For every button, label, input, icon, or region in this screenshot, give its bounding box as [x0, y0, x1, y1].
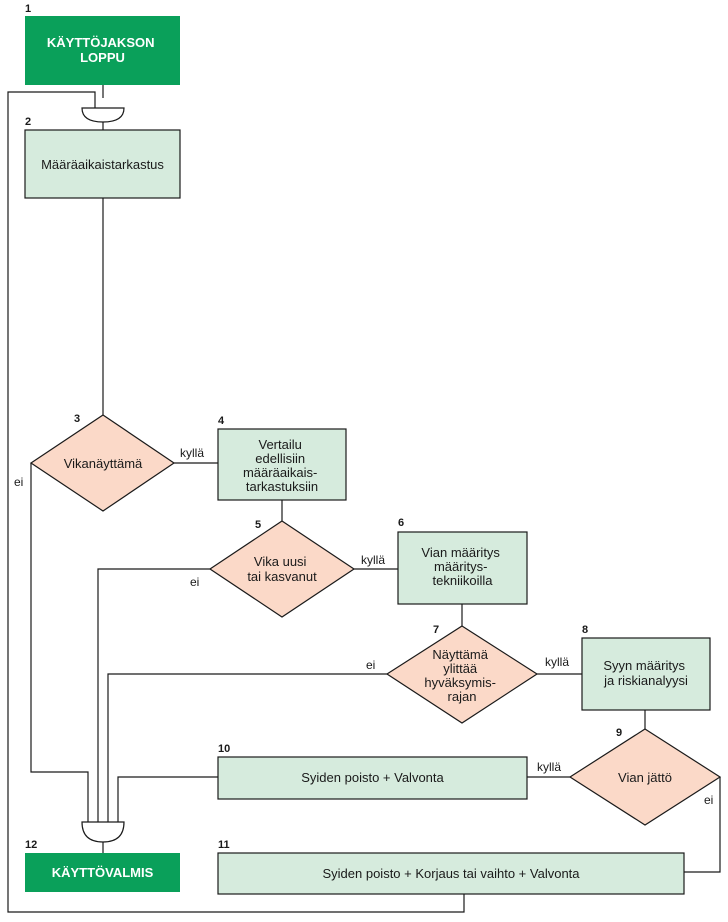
- node-3-label: Vikanäyttämä: [64, 456, 143, 471]
- node-4-label: Vertailu edellisiin määräaikais- tarkast…: [243, 437, 321, 494]
- branch-7-yes: kyllä: [545, 655, 569, 669]
- node-11-label: Syiden poisto + Korjaus tai vaihto + Val…: [322, 866, 580, 881]
- node-5: 5 Vika uusi tai kasvanut: [208, 519, 356, 618]
- branch-3-no: ei: [14, 475, 23, 489]
- branch-5-no: ei: [190, 575, 199, 589]
- node-8-shape: [581, 637, 711, 711]
- node-5-shape: [208, 520, 356, 618]
- node-1-shape: [25, 16, 180, 85]
- node-2-label: Määräaikaistarkastus: [41, 157, 164, 172]
- merge-gate-top-shape: [81, 107, 125, 123]
- node-4: 4 Vertailu edellisiin määräaikais- tarka…: [217, 415, 347, 501]
- node-3-shape: [29, 414, 176, 512]
- connector-10-to-merge: [117, 776, 218, 822]
- branch-7-no: ei: [366, 658, 375, 672]
- node-5-label: Vika uusi tai kasvanut: [247, 554, 317, 584]
- node-8-number: 8: [582, 624, 588, 636]
- branch-5-yes: kyllä: [361, 553, 385, 567]
- connector-7-no: [107, 673, 387, 822]
- connector-3-no: [30, 463, 89, 822]
- connector-11-loop: [7, 91, 465, 913]
- node-9-label: Vian jättö: [618, 770, 672, 785]
- node-3-number: 3: [74, 413, 80, 425]
- node-9-number: 9: [616, 727, 622, 739]
- connector-5-no: [97, 568, 210, 822]
- branch-3-yes: kyllä: [180, 446, 204, 460]
- node-7: 7 Näyttämä ylittää hyväksymis- rajan: [385, 624, 539, 724]
- node-2-number: 2: [25, 116, 31, 128]
- node-2-shape: [24, 129, 181, 199]
- merge-gate-top: [81, 107, 125, 123]
- merge-gate-bottom: [81, 821, 125, 843]
- branch-9-no: ei: [704, 793, 713, 807]
- node-10-shape: [217, 756, 528, 800]
- node-8: 8 Syyn määritys ja riskianalyysi: [581, 624, 711, 711]
- node-12-shape: [25, 853, 180, 892]
- node-12-number: 12: [25, 839, 37, 851]
- node-6-shape: [397, 531, 528, 605]
- node-12-label: KÄYTTÖVALMIS: [52, 865, 154, 880]
- node-11-number: 11: [218, 839, 230, 851]
- node-10-label: Syiden poisto + Valvonta: [301, 770, 444, 785]
- node-4-number: 4: [218, 415, 225, 427]
- node-10: 10 Syiden poisto + Valvonta: [217, 743, 528, 800]
- node-4-shape: [217, 428, 347, 501]
- node-1-number: 1: [25, 3, 31, 15]
- connector-9-no: [684, 777, 721, 873]
- node-7-shape: [385, 625, 539, 724]
- node-2: 2 Määräaikaistarkastus: [24, 116, 181, 199]
- node-6-label: Vian määritys määritys- tekniikoilla: [421, 545, 503, 588]
- node-5-number: 5: [255, 519, 261, 531]
- node-11-shape: [217, 852, 685, 895]
- merge-gate-bottom-shape: [81, 821, 125, 843]
- node-8-label: Syyn määritys ja riskianalyysi: [603, 658, 689, 688]
- node-3: 3 Vikanäyttämä: [29, 413, 176, 512]
- node-7-label: Näyttämä ylittää hyväksymis- rajan: [424, 647, 499, 704]
- node-1-label: KÄYTTÖJAKSON LOPPU: [47, 35, 158, 65]
- branch-9-yes: kyllä: [537, 760, 561, 774]
- node-12: 12 KÄYTTÖVALMIS: [25, 839, 180, 892]
- node-7-number: 7: [433, 624, 439, 636]
- node-6-number: 6: [398, 517, 404, 529]
- node-9: 9 Vian jättö: [568, 727, 722, 826]
- connectors: [7, 85, 721, 913]
- node-9-shape: [568, 728, 722, 826]
- node-10-number: 10: [218, 743, 230, 755]
- node-11: 11 Syiden poisto + Korjaus tai vaihto + …: [217, 839, 685, 895]
- node-6: 6 Vian määritys määritys- tekniikoilla: [397, 517, 528, 605]
- node-1: 1 KÄYTTÖJAKSON LOPPU: [25, 3, 180, 85]
